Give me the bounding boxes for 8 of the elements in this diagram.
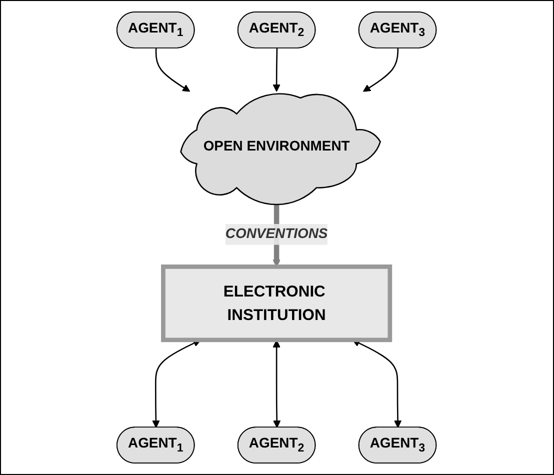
arrow: [152, 340, 202, 428]
node-box: ELECTRONIC INSTITUTION: [161, 264, 393, 342]
arrow: [273, 48, 281, 92]
arrow: [352, 340, 402, 428]
arrow: [156, 48, 191, 92]
edge-label: CONVENTIONS: [226, 226, 328, 242]
arrow: [273, 340, 282, 428]
arrow: [363, 48, 399, 92]
